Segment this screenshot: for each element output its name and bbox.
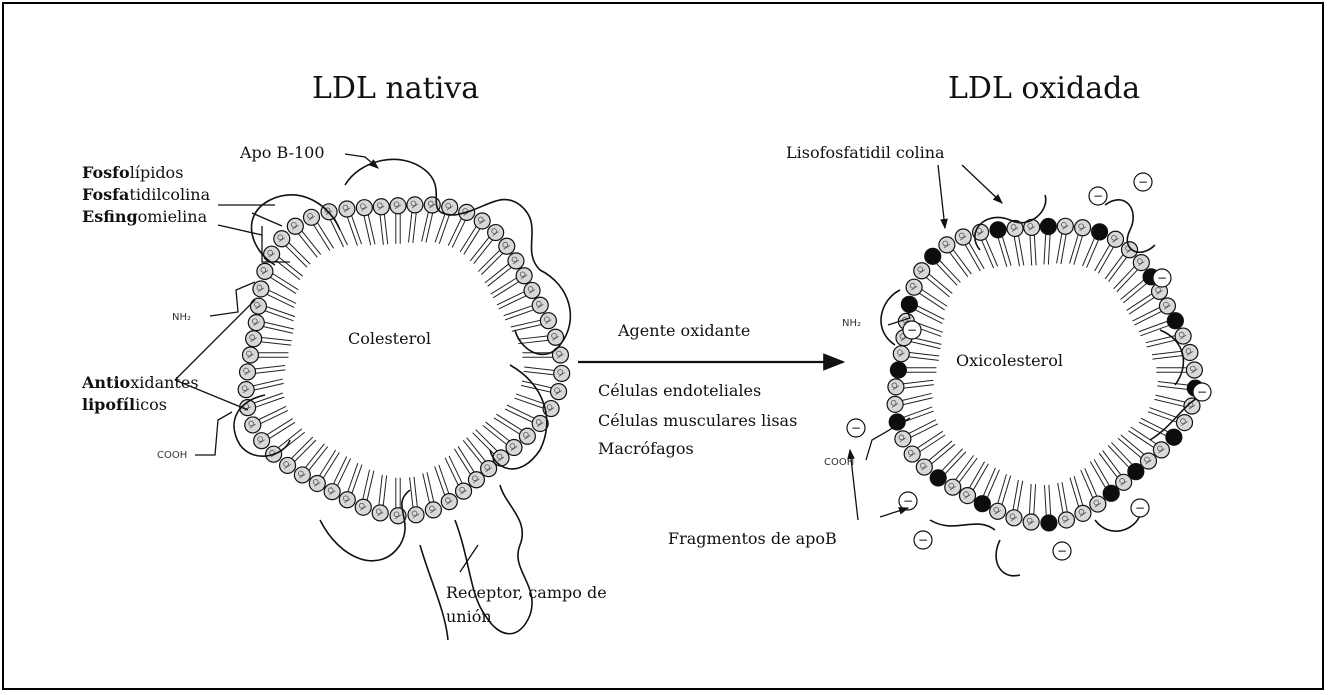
svg-text:−: − [918,533,928,547]
receptor-label-line-2: unión [446,606,492,628]
native-phospholipid [390,198,406,244]
native-phospholipid [521,381,567,400]
native-phospholipid [242,347,288,363]
oxidized-ldl-title: LDL oxidada [948,72,1140,106]
oxidized-phospholipid [1040,219,1056,265]
oxidized-phospholipid [1006,480,1023,526]
oxidized-phospholipid [1041,485,1057,531]
svg-text:−: − [1093,189,1103,203]
oxidized-phospholipid [925,248,961,285]
native-phospholipid [505,405,548,431]
apob-fragments-label: Fragmentos de apoB [668,528,837,550]
oxidized-ldl-particle [887,218,1203,531]
native-phospholipid [246,331,292,347]
apo-leader [345,154,378,168]
svg-text:−: − [851,421,861,435]
ox-nh2-label: NH₂ [842,318,861,330]
cell-label-1: Células endoteliales [598,380,761,402]
lyso-leader-2 [962,165,1002,203]
nh2-label: NH₂ [172,312,191,324]
native-ldl-particle [238,197,570,524]
negative-charge-icon: − [914,531,932,549]
apo-b100-label: Apo B-100 [240,142,325,164]
native-phospholipid [454,446,484,487]
antioxidant-labels: Antioxidantes lipofílicos [82,372,199,416]
native-phospholipid [240,364,286,380]
cooh-label: COOH [157,450,187,462]
lysophosphatidylcholine-label: Lisofosfatidil colina [786,142,945,164]
oxicolesterol-label: Oxicolesterol [956,350,1063,372]
oxidizing-agent-label: Agente oxidante [618,320,750,342]
fragment-leader-1 [880,508,908,517]
oxidized-phospholipid [1152,344,1198,360]
native-phospholipid [423,472,442,518]
negative-charge-icon: − [1153,269,1171,287]
receptor-label-line-1: Receptor, campo de [446,582,607,604]
native-phospholipid [248,315,294,334]
phospholipid-line-3: Esfingomielina [82,206,210,228]
native-phospholipid [407,197,423,243]
negative-charge-icon: − [1131,499,1149,517]
svg-text:−: − [1138,175,1148,189]
negative-charge-icon: − [899,492,917,510]
phospholipid-labels: Fosfolípidos Fosfatidilcolina Esfingomie… [82,162,210,228]
native-phospholipid [372,475,388,521]
oxidized-phospholipid [1057,218,1074,264]
native-phospholipid [524,365,570,381]
lyso-leader-1 [938,165,945,228]
cell-label-2: Células musculares lisas [598,410,797,432]
negative-charge-icon: − [1089,187,1107,205]
svg-text:−: − [903,494,913,508]
oxidized-phospholipid [1024,219,1040,265]
svg-text:−: − [1157,271,1167,285]
native-phospholipid [408,477,424,523]
cooh-leader [195,412,232,455]
oxidized-phospholipid [1156,362,1202,378]
svg-text:−: − [907,323,917,337]
phospholipid-leader [218,225,262,235]
oxidized-phospholipid [1090,459,1119,501]
oxidized-phospholipid [1154,395,1199,414]
cell-label-3: Macrófagos [598,438,694,460]
negative-charge-icon: − [1053,542,1071,560]
oxidized-phospholipid [1058,482,1075,528]
nh2-leader [210,282,255,316]
negative-charge-icon: − [1193,383,1211,401]
colesterol-label: Colesterol [348,328,431,350]
native-ldl-title: LDL nativa [312,72,479,106]
oxidized-phospholipid [888,379,934,395]
negative-charge-icon: − [1134,173,1152,191]
antioxidant-line-1: Antioxidantes [82,372,199,394]
svg-text:−: − [1197,385,1207,399]
svg-text:−: − [1057,544,1067,558]
antioxidant-line-2: lipofílicos [82,394,199,416]
oxidized-phospholipid [1023,484,1039,530]
oxidized-phospholipid [893,346,939,362]
oxidized-phospholipid [890,362,936,378]
oxidized-phospholipid [1108,442,1144,479]
ox-cooh-label: COOH [824,457,854,469]
phospholipid-line-1: Fosfolípidos [82,162,210,184]
native-phospholipid [373,199,389,245]
native-phospholipid [518,329,564,345]
negative-charge-icon: − [903,321,921,339]
negative-charge-icon: − [847,419,865,437]
phospholipid-line-2: Fosfatidilcolina [82,184,210,206]
svg-text:−: − [1135,501,1145,515]
